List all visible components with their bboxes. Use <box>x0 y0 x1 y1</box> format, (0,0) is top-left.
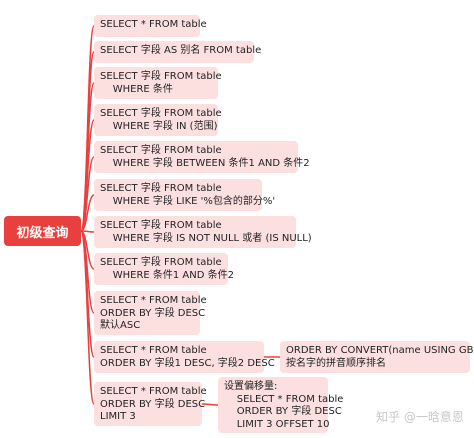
root-node[interactable]: 初级查询 <box>4 216 81 246</box>
sub-node-order-by-convert[interactable]: ORDER BY CONVERT(name USING GBK) 按名字的拼音顺… <box>280 341 474 373</box>
branch-node-select-all[interactable]: SELECT * FROM table <box>94 15 207 37</box>
sub-node-offset[interactable]: 设置偏移量: SELECT * FROM table ORDER BY 字段 D… <box>218 377 343 433</box>
watermark-text: 知乎 @一晗意恩 <box>376 410 464 424</box>
connector-s11 <box>201 403 219 406</box>
branch-node-where-and[interactable]: SELECT 字段 FROM table WHERE 条件1 AND 条件2 <box>94 253 234 285</box>
branch-node-order-by[interactable]: SELECT * FROM table ORDER BY 字段 DESC 默认A… <box>94 291 207 335</box>
connector-b3 <box>80 82 95 232</box>
branch-node-where-like[interactable]: SELECT 字段 FROM table WHERE 字段 LIKE '%包含的… <box>94 179 275 211</box>
branch-node-limit[interactable]: SELECT * FROM table ORDER BY 字段 DESC LIM… <box>94 382 207 426</box>
branch-node-order-by-multi[interactable]: SELECT * FROM table ORDER BY 字段1 DESC, 字… <box>94 341 275 373</box>
connector-b6 <box>80 194 95 232</box>
branch-node-where-is-not-null[interactable]: SELECT 字段 FROM table WHERE 字段 IS NOT NUL… <box>94 216 312 248</box>
branch-node-where-between[interactable]: SELECT 字段 FROM table WHERE 字段 BETWEEN 条件… <box>94 141 310 173</box>
branch-node-where[interactable]: SELECT 字段 FROM table WHERE 条件 <box>94 67 222 99</box>
connector-b11 <box>80 230 95 405</box>
branch-node-where-in[interactable]: SELECT 字段 FROM table WHERE 字段 IN (范围) <box>94 104 222 136</box>
branch-node-alias[interactable]: SELECT 字段 AS 别名 FROM table <box>94 41 261 63</box>
